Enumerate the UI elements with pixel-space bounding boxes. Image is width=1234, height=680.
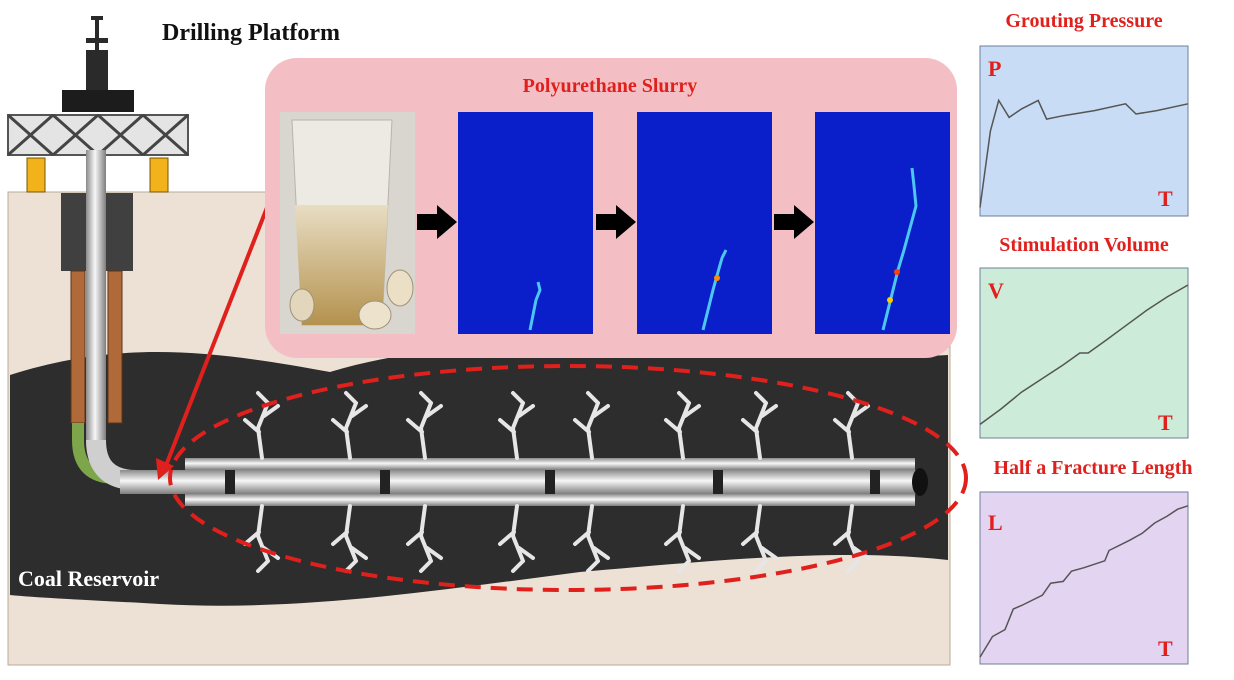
horizontal-pipe-lower <box>185 494 915 506</box>
slurry-sample-photo <box>280 112 415 334</box>
rig-base <box>62 90 134 112</box>
fracture-y-label: L <box>988 510 1003 535</box>
fracture-branch <box>741 504 778 573</box>
pressure-y-label: P <box>988 56 1001 81</box>
fracture-x-label: T <box>1158 636 1173 661</box>
fracture-branch <box>664 504 701 573</box>
drilling-rig <box>7 16 189 193</box>
rig-mast-top <box>91 16 103 20</box>
casing-right <box>107 270 123 424</box>
fracture-branch <box>406 391 443 460</box>
volume-series-line <box>979 284 1189 426</box>
simulation-frame-2 <box>637 112 772 334</box>
arrow-right-icon <box>417 205 457 239</box>
simulated-crack-1 <box>528 281 542 331</box>
volume-x-label: T <box>1158 410 1173 435</box>
fracture-branch <box>573 504 610 573</box>
fracture-branch <box>331 391 368 460</box>
slurry-liquid <box>295 205 388 325</box>
fracture-branch <box>331 504 368 573</box>
fracture-chart-frame <box>979 491 1189 665</box>
rig-derrick <box>86 50 108 90</box>
rig-crossbar <box>86 38 108 43</box>
rig-support-left <box>26 157 46 193</box>
volume-chart: Stimulation Volume V T <box>979 234 1189 439</box>
fracture-branch <box>741 391 778 460</box>
fracture-chart-title: Half a Fracture Length <box>993 457 1192 479</box>
simulation-frame-3 <box>815 112 950 334</box>
packer <box>225 470 235 494</box>
packer <box>380 470 390 494</box>
rig-support-right <box>149 157 169 193</box>
volume-y-label: V <box>988 278 1004 303</box>
crack-hotspot <box>887 297 893 303</box>
pressure-series-line <box>979 98 1189 208</box>
fracture-series-line <box>979 505 1189 658</box>
sample-stone <box>386 269 414 307</box>
sample-stone <box>289 288 315 322</box>
pipe-end <box>912 468 928 496</box>
horizontal-pipe-upper <box>185 458 915 470</box>
packer <box>545 470 555 494</box>
fracture-chart: Half a Fracture Length L T <box>979 457 1193 665</box>
fracture-branch <box>833 391 870 460</box>
fracture-branch <box>243 504 280 573</box>
packer <box>870 470 880 494</box>
simulation-frame-1 <box>458 112 593 334</box>
casing-left <box>70 270 86 424</box>
pressure-chart-title: Grouting Pressure <box>1005 10 1162 32</box>
crack-hotspot <box>894 269 900 275</box>
drilling-platform-label: Drilling Platform <box>162 20 340 46</box>
fracture-branch <box>573 391 610 460</box>
simulated-crack-2 <box>701 249 728 331</box>
pressure-x-label: T <box>1158 186 1173 211</box>
fracture-branch <box>664 391 701 460</box>
stimulated-zone-outline <box>168 364 968 592</box>
pressure-chart-frame <box>979 45 1189 217</box>
slurry-title: Polyurethane Slurry <box>523 75 698 97</box>
pressure-chart: Grouting Pressure P T <box>979 10 1189 217</box>
fracture-branch <box>406 504 443 573</box>
slurry-pointer-head <box>156 458 174 480</box>
horizontal-pipe <box>120 470 920 494</box>
fracture-branch <box>833 504 870 573</box>
coal-reservoir-label: Coal Reservoir <box>18 566 159 591</box>
fracture-branch <box>498 391 535 460</box>
arrow-right-icon <box>596 205 636 239</box>
volume-chart-title: Stimulation Volume <box>999 234 1169 256</box>
arrow-right-icon <box>774 205 814 239</box>
fracture-branch <box>243 391 280 460</box>
fractures <box>243 391 870 573</box>
packers <box>225 470 880 494</box>
simulated-crack-3 <box>881 167 918 331</box>
slurry-pointer <box>163 204 270 469</box>
vertical-pipe <box>86 150 106 440</box>
rig-truss <box>7 114 189 156</box>
sample-stone <box>358 300 392 330</box>
rig-truss-braces <box>7 113 189 157</box>
slurry-panel <box>265 58 957 358</box>
fracture-branch <box>498 504 535 573</box>
packer <box>713 470 723 494</box>
crack-hotspot <box>714 275 720 281</box>
